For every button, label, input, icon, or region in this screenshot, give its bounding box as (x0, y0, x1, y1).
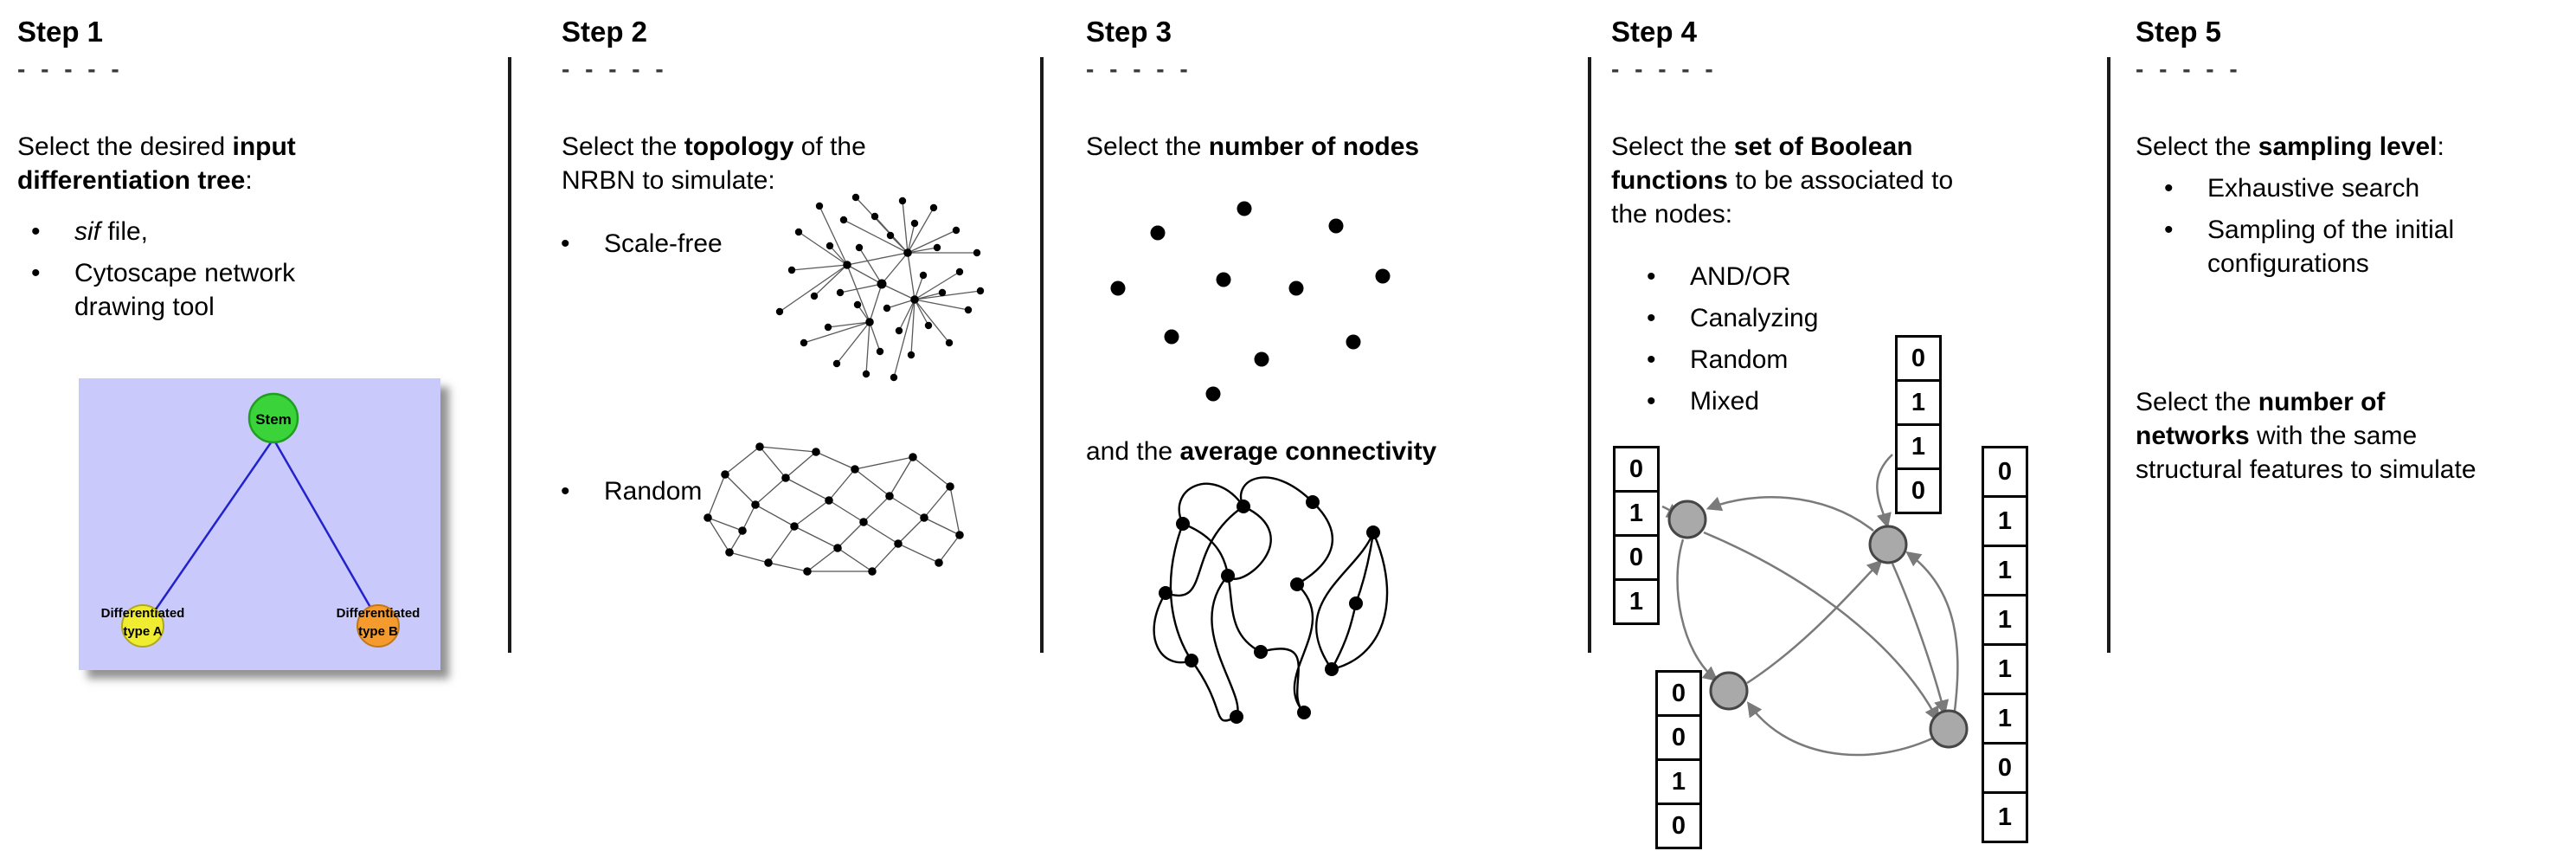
truth-table-cell: 1 (1613, 490, 1660, 537)
bullet-item-mixed: Mixed (1633, 384, 1996, 418)
nodes-scatter-graphic (1110, 201, 1391, 402)
type-b-node (357, 604, 400, 648)
step1-dashes: - - - - - (17, 55, 124, 82)
connectivity-nodes (1159, 495, 1380, 724)
step4-bullet-list: AND/OR Canalyzing Random Mixed (1633, 260, 1996, 426)
step5-dashes: - - - - - (2136, 55, 2242, 82)
step5-title: Step 5 (2136, 16, 2222, 48)
tree-edge-left (146, 438, 275, 622)
type-a-node (121, 604, 164, 648)
connectivity-network-graphic (1153, 476, 1389, 724)
random-network-graphic (703, 442, 964, 576)
connectivity-edges (1153, 476, 1389, 722)
type-b-label-line1: Differentiated (337, 606, 421, 621)
boolean-node-d (1929, 709, 1969, 749)
truth-table-bottom-left: 0 0 1 0 (1655, 670, 1702, 849)
stem-node (247, 392, 299, 444)
step2-intro: Select the topology of the NRBN to simul… (562, 132, 866, 195)
step3-title: Step 3 (1086, 16, 1172, 48)
step5-intro: Select the sampling level: (2136, 132, 2444, 161)
bullet-item-exhaustive: Exhaustive search (2150, 171, 2557, 205)
column-divider-2 (1040, 57, 1044, 653)
step1-column: Step 1 - - - - - Select the desired inpu… (0, 0, 508, 851)
truth-table-cell: 1 (1982, 791, 2028, 843)
bullet-item-scale-free: Scale-free (547, 227, 1079, 261)
column-divider-1 (508, 57, 511, 653)
truth-table-cell: 1 (1613, 578, 1660, 625)
bullet-item-random: Random (547, 474, 1079, 508)
differentiation-tree-figure: Stem Differentiated type A Differentiate… (79, 378, 440, 670)
random-network-nodes (703, 442, 964, 576)
truth-table-left: 0 1 0 1 (1613, 446, 1660, 625)
boolean-node-a (1667, 500, 1707, 539)
truth-table-right: 0 1 1 1 1 1 0 1 (1982, 446, 2028, 843)
step2-dashes: - - - - - (562, 55, 668, 82)
boolean-network-arrows (1661, 454, 1959, 757)
truth-table-top: 0 1 1 0 (1895, 335, 1942, 514)
step4-dashes: - - - - - (1611, 55, 1718, 82)
step5-bullet-list: Exhaustive search Sampling of the initia… (2150, 171, 2557, 288)
step1-title: Step 1 (17, 16, 104, 48)
truth-table-cell: 1 (1982, 693, 2028, 745)
scale-free-nodes (775, 193, 985, 382)
bullet-item-and-or: AND/OR (1633, 260, 1996, 293)
truth-table-cell: 0 (1655, 714, 1702, 761)
type-a-label-line1: Differentiated (101, 606, 185, 621)
truth-table-cell: 0 (1613, 534, 1660, 581)
truth-table-cell: 0 (1895, 467, 1942, 514)
column-divider-4 (2107, 57, 2110, 653)
bullet-item-cytoscape: Cytoscape network drawing tool (17, 256, 363, 324)
stem-node-label: Stem (255, 411, 292, 428)
truth-table-cell: 0 (1613, 446, 1660, 493)
truth-table-cell: 1 (1895, 423, 1942, 470)
truth-table-cell: 1 (1982, 594, 2028, 646)
bullet-item-sampling: Sampling of the initial configurations (2150, 213, 2557, 280)
step3-line1: Select the number of nodes (1086, 132, 1420, 161)
truth-table-cell: 1 (1655, 758, 1702, 805)
truth-table-cell: 1 (1982, 545, 2028, 596)
random-network-edges (707, 446, 960, 572)
bullet-item-sif-file: sif file, (17, 215, 363, 248)
type-b-label-line2: type B (358, 624, 398, 639)
truth-table-cell: 0 (1982, 446, 2028, 498)
step4-column: Step 4 - - - - - Select the set of Boole… (1588, 0, 2107, 851)
step2-column: Step 2 - - - - - Select the topology of … (508, 0, 1040, 851)
step4-intro: Select the set of Boolean functions to b… (1611, 132, 1954, 229)
tree-edge-right (272, 438, 380, 622)
boolean-network-figure: 0 1 1 0 0 1 0 1 0 0 1 0 0 1 1 1 (1588, 325, 2107, 851)
truth-table-cell: 0 (1655, 670, 1702, 717)
bullet-item-random-fn: Random (1633, 343, 1996, 377)
truth-table-cell: 0 (1895, 335, 1942, 382)
step3-column: Step 3 - - - - - Select the number of no… (1040, 0, 1588, 851)
truth-table-cell: 1 (1982, 495, 2028, 547)
boolean-network-graphic (1661, 454, 1969, 757)
boolean-network-nodes (1667, 500, 1969, 749)
step1-bullet-list: sif file, Cytoscape network drawing tool (17, 215, 363, 332)
truth-table-cell: 1 (1895, 379, 1942, 426)
differentiation-tree-graphic: Stem Differentiated type A Differentiate… (79, 378, 440, 670)
step2-title: Step 2 (562, 16, 648, 48)
scale-free-edges (779, 197, 981, 378)
truth-table-cell: 1 (1982, 643, 2028, 695)
boolean-node-b (1868, 525, 1908, 564)
step1-intro: Select the desired input differentiation… (17, 132, 296, 195)
bullet-item-canalyzing: Canalyzing (1633, 301, 1996, 335)
scale-free-network-graphic (775, 193, 985, 382)
truth-table-cell: 0 (1655, 803, 1702, 849)
step3-dashes: - - - - - (1086, 55, 1192, 82)
scatter-dots (1110, 201, 1391, 402)
truth-table-cell: 0 (1982, 742, 2028, 794)
boolean-node-c (1709, 671, 1749, 711)
step3-line2: and the average connectivity (1086, 437, 1437, 466)
step5-networks-paragraph: Select the number of networks with the s… (2136, 388, 2476, 484)
type-a-label-line2: type A (123, 624, 162, 639)
step5-column: Step 5 - - - - - Select the sampling lev… (2107, 0, 2576, 851)
step4-title: Step 4 (1611, 16, 1698, 48)
column-divider-3 (1588, 57, 1591, 653)
